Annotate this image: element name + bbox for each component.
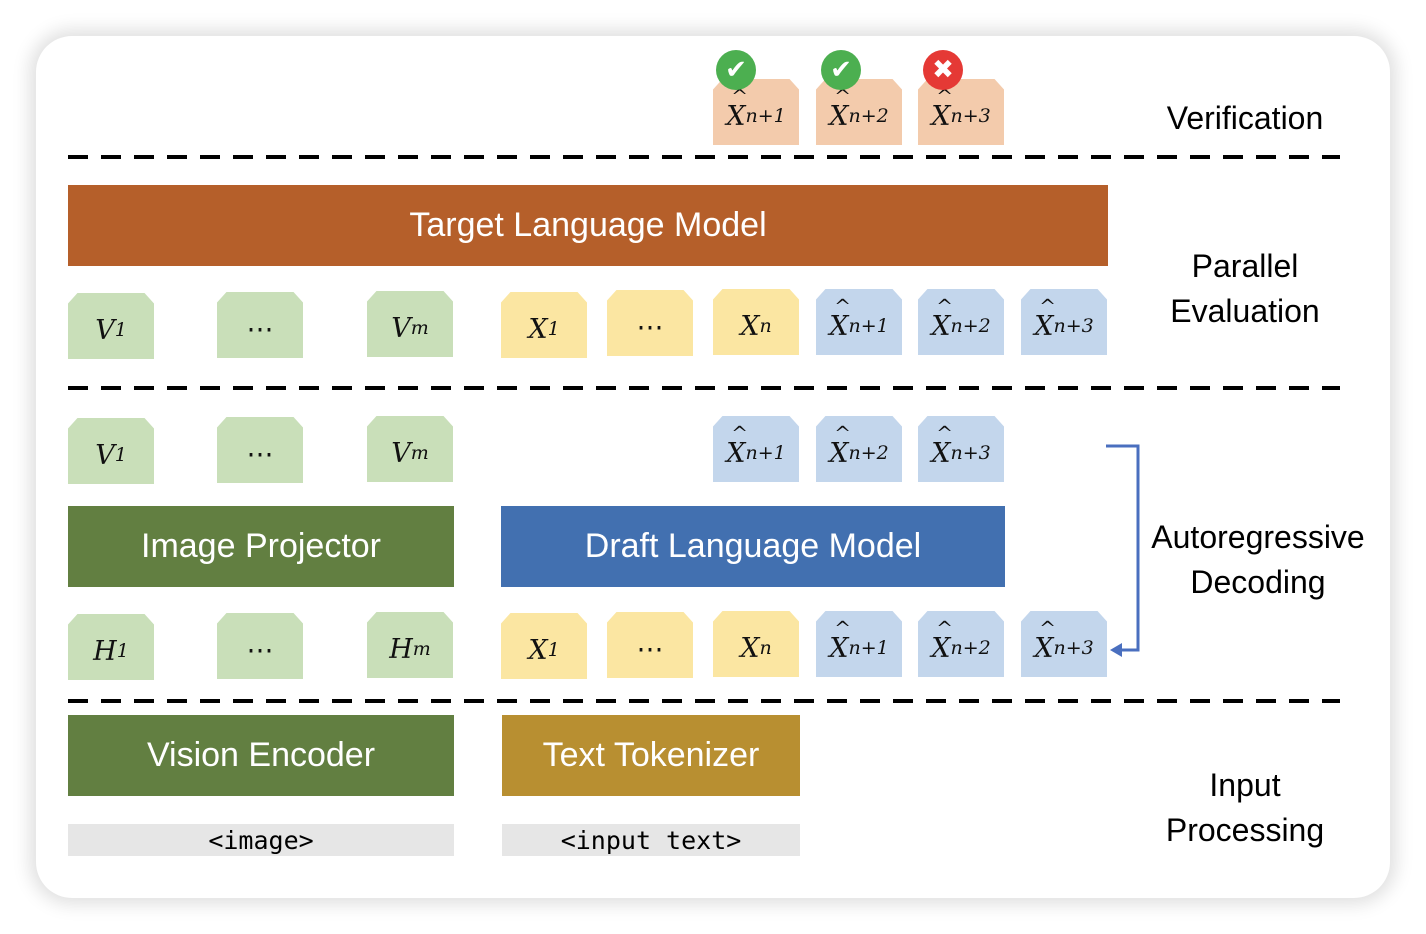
text-token-ellipsis: ⋯ <box>607 290 693 356</box>
token-base: V <box>95 439 115 471</box>
token-sub: n+3 <box>950 442 991 464</box>
token-base: X <box>829 421 851 469</box>
token-base: X <box>931 294 953 342</box>
draft-token-n3: Xn+3 <box>1021 611 1107 677</box>
autoregressive-loop-arrow <box>1106 444 1140 657</box>
vision-token-ellipsis: ⋯ <box>217 417 303 483</box>
token-sub: n <box>759 637 772 659</box>
draft-token-n1: Xn+1 <box>816 289 902 355</box>
verify-token-n2: Xn+2 <box>816 79 902 145</box>
token-sub: n+1 <box>745 442 786 464</box>
token-base: H <box>389 633 413 665</box>
token-sub: n+2 <box>848 105 889 127</box>
token-sub: n+3 <box>1053 315 1094 337</box>
token-base: X <box>726 84 748 132</box>
stage-label-line: Decoding <box>1190 564 1326 600</box>
stage-divider <box>68 699 1340 703</box>
token-base: X <box>1034 294 1056 342</box>
check-icon: ✔ <box>821 50 861 90</box>
stage-label-line: Evaluation <box>1170 293 1320 329</box>
token-sub: 1 <box>547 639 560 661</box>
check-icon: ✔ <box>716 50 756 90</box>
token-sub: 1 <box>114 444 127 466</box>
target-language-model-block: Target Language Model <box>68 185 1108 266</box>
token-sub: n+2 <box>848 442 889 464</box>
stage-label-line: Autoregressive <box>1151 519 1365 555</box>
text-input: <input text> <box>502 824 800 856</box>
token-base: X <box>528 634 548 666</box>
arrow-head-icon <box>1110 643 1122 657</box>
token-sub: n+1 <box>848 315 889 337</box>
token-sub: n <box>759 315 772 337</box>
token-sub: n+3 <box>950 105 991 127</box>
draft-token-n2: Xn+2 <box>918 289 1004 355</box>
token-base: X <box>740 632 760 664</box>
token-base: X <box>931 616 953 664</box>
hidden-token-ellipsis: ⋯ <box>217 613 303 679</box>
token-sub: n+1 <box>745 105 786 127</box>
draft-language-model-block: Draft Language Model <box>501 506 1005 587</box>
stage-label-line: Parallel <box>1191 248 1299 284</box>
vision-token-ellipsis: ⋯ <box>217 292 303 358</box>
verify-token-n3: Xn+3 <box>918 79 1004 145</box>
text-tokenizer-block: Text Tokenizer <box>502 715 800 796</box>
stage-label-line: Input <box>1209 767 1281 803</box>
draft-token-n1: Xn+1 <box>713 416 799 482</box>
token-sub: n+3 <box>1053 637 1094 659</box>
verify-token-n1: Xn+1 <box>713 79 799 145</box>
token-base: X <box>1034 616 1056 664</box>
token-sub: 1 <box>116 640 129 662</box>
token-sub: 1 <box>547 318 560 340</box>
token-base: X <box>528 313 548 345</box>
draft-token-n3: Xn+3 <box>1021 289 1107 355</box>
draft-token-n2: Xn+2 <box>816 416 902 482</box>
stage-divider <box>68 386 1340 390</box>
token-sub: m <box>410 442 429 464</box>
draft-token-n3: Xn+3 <box>918 416 1004 482</box>
token-base: X <box>931 84 953 132</box>
token-sub: m <box>410 317 429 339</box>
token-base: V <box>95 314 115 346</box>
stage-label-line: Processing <box>1165 812 1325 848</box>
vision-encoder-block: Vision Encoder <box>68 715 454 796</box>
arrow-line <box>1106 444 1140 652</box>
token-sub: n+2 <box>950 637 991 659</box>
image-input: <image> <box>68 824 454 856</box>
token-base: X <box>931 421 953 469</box>
cross-icon: ✖ <box>923 50 963 90</box>
image-projector-block: Image Projector <box>68 506 454 587</box>
token-base: X <box>829 84 851 132</box>
token-sub: n+2 <box>950 315 991 337</box>
draft-token-n1: Xn+1 <box>816 611 902 677</box>
stage-divider <box>68 155 1340 159</box>
token-base: H <box>93 635 117 667</box>
token-base: X <box>726 421 748 469</box>
token-base: V <box>391 437 411 469</box>
token-base: X <box>740 310 760 342</box>
token-sub: m <box>412 638 431 660</box>
text-token-ellipsis: ⋯ <box>607 612 693 678</box>
token-base: V <box>391 312 411 344</box>
token-sub: 1 <box>114 319 127 341</box>
token-sub: n+1 <box>848 637 889 659</box>
token-base: X <box>829 294 851 342</box>
token-base: X <box>829 616 851 664</box>
stage-label-verification: Verification <box>1166 100 1324 136</box>
draft-token-n2: Xn+2 <box>918 611 1004 677</box>
